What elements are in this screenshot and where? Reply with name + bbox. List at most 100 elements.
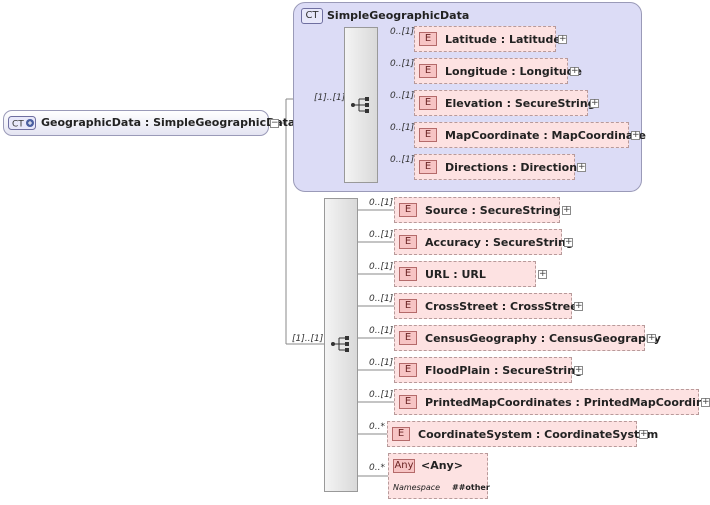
type-separator: : <box>449 268 462 281</box>
element-multiplicity: 0..[1] <box>390 27 415 37</box>
outer-element-url[interactable]: E URL : URL <box>394 261 536 287</box>
element-type: PrintedMapCoordinates <box>583 396 710 409</box>
type-separator: : <box>480 236 493 249</box>
type-separator: : <box>496 33 509 46</box>
outer-element-coordinatesystem[interactable]: E CoordinateSystem : CoordinateSystem <box>387 421 658 447</box>
sequence-icon <box>331 336 349 352</box>
expand-toggle[interactable]: + <box>538 269 547 279</box>
root-element-name: GeographicData <box>41 116 141 129</box>
root-element-label: GeographicData : SimpleGeographicData <box>41 116 295 129</box>
expand-toggle[interactable]: + <box>701 397 710 407</box>
expand-toggle[interactable]: + <box>564 237 573 247</box>
element-name: Longitude <box>445 65 508 78</box>
element-multiplicity: 0..[1] <box>369 294 394 304</box>
expand-toggle[interactable]: + <box>574 301 583 311</box>
element-name: FloodPlain <box>425 364 491 377</box>
element-badge: E <box>399 203 417 217</box>
any-namespace-value: ##other <box>452 483 490 492</box>
expand-toggle[interactable]: + <box>639 429 648 439</box>
element-badge: E <box>419 96 437 110</box>
element-badge: E <box>419 32 437 46</box>
any-label: <Any> <box>421 459 463 472</box>
expand-toggle[interactable]: + <box>577 162 586 172</box>
element-badge: E <box>392 427 410 441</box>
element-badge: E <box>399 299 417 313</box>
element-type: MapCoordinate <box>551 129 647 142</box>
element-badge: E <box>419 128 437 142</box>
element-badge: E <box>419 64 437 78</box>
element-label: CensusGeography : CensusGeography <box>425 332 661 345</box>
expand-toggle[interactable]: + <box>562 205 571 215</box>
element-badge: E <box>419 160 437 174</box>
sequence-icon <box>351 97 369 113</box>
element-type: SecureString <box>493 236 574 249</box>
inner-sequence-compositor[interactable] <box>344 27 378 183</box>
element-label: Latitude : Latitude <box>445 33 561 46</box>
element-name: URL <box>425 268 450 281</box>
root-type-separator: : <box>141 116 154 129</box>
element-label: Longitude : Longitude <box>445 65 582 78</box>
element-name: CoordinateSystem <box>418 428 533 441</box>
element-badge: E <box>399 267 417 281</box>
element-label: Source : SecureString <box>425 204 560 217</box>
element-label: Directions : Directions <box>445 161 584 174</box>
element-type: Longitude <box>519 65 582 78</box>
any-namespace-key: Namespace <box>393 483 441 492</box>
inner-element-latitude[interactable]: E Latitude : Latitude <box>414 26 561 52</box>
type-separator: : <box>539 129 552 142</box>
element-type: URL <box>461 268 486 281</box>
inner-sequence-multiplicity: [1]..[1] <box>314 93 346 103</box>
element-type: SecureString <box>479 204 561 217</box>
element-label: CoordinateSystem : CoordinateSystem <box>418 428 658 441</box>
element-name: MapCoordinate <box>445 129 540 142</box>
any-badge: Any <box>393 459 415 473</box>
expand-toggle[interactable]: + <box>631 130 640 140</box>
expand-toggle[interactable]: + <box>570 66 579 76</box>
element-label: Elevation : SecureString <box>445 97 596 110</box>
element-name: Accuracy <box>425 236 481 249</box>
outer-element-source[interactable]: E Source : SecureString <box>394 197 560 223</box>
expand-toggle[interactable]: + <box>590 98 599 108</box>
element-name: Directions <box>445 161 509 174</box>
complex-type-icon: CT <box>8 116 36 130</box>
type-separator: : <box>507 65 520 78</box>
element-label: Accuracy : SecureString <box>425 236 574 249</box>
element-multiplicity: 0..[1] <box>369 358 394 368</box>
element-name: CensusGeography <box>425 332 537 345</box>
inner-element-mapcoordinate[interactable]: E MapCoordinate : MapCoordinate <box>414 122 646 148</box>
element-type: SecureString <box>502 364 583 377</box>
expand-toggle[interactable]: + <box>574 365 583 375</box>
element-label: MapCoordinate : MapCoordinate <box>445 129 646 142</box>
element-badge: E <box>399 363 417 377</box>
element-name: PrintedMapCoordinates <box>425 396 572 409</box>
element-type: CrossStreet <box>510 300 583 313</box>
element-multiplicity: 0..[1] <box>390 59 415 69</box>
element-name: Source <box>425 204 468 217</box>
any-multiplicity: 0..* <box>369 463 385 473</box>
element-name: CrossStreet <box>425 300 498 313</box>
inner-element-longitude[interactable]: E Longitude : Longitude <box>414 58 582 84</box>
element-type: Directions <box>520 161 584 174</box>
type-separator: : <box>508 161 521 174</box>
expand-toggle[interactable]: + <box>647 333 656 343</box>
outer-sequence-compositor[interactable] <box>324 198 358 492</box>
element-multiplicity: 0..* <box>369 422 385 432</box>
element-multiplicity: 0..[1] <box>369 198 394 208</box>
expand-toggle[interactable]: + <box>558 34 567 44</box>
outer-sequence-multiplicity: [1]..[1] <box>292 334 324 344</box>
root-element-geographicdata[interactable]: CT GeographicData : SimpleGeographicData <box>3 110 295 136</box>
any-wildcard[interactable]: Any <Any> Namespace ##other <box>388 453 490 499</box>
element-badge: E <box>399 395 417 409</box>
type-separator: : <box>536 332 549 345</box>
root-collapse-toggle[interactable]: − <box>270 118 279 128</box>
inner-element-directions[interactable]: E Directions : Directions <box>414 154 584 180</box>
element-multiplicity: 0..[1] <box>369 230 394 240</box>
element-multiplicity: 0..[1] <box>390 91 415 101</box>
inner-element-elevation[interactable]: E Elevation : SecureString <box>414 90 596 116</box>
type-separator: : <box>532 428 545 441</box>
